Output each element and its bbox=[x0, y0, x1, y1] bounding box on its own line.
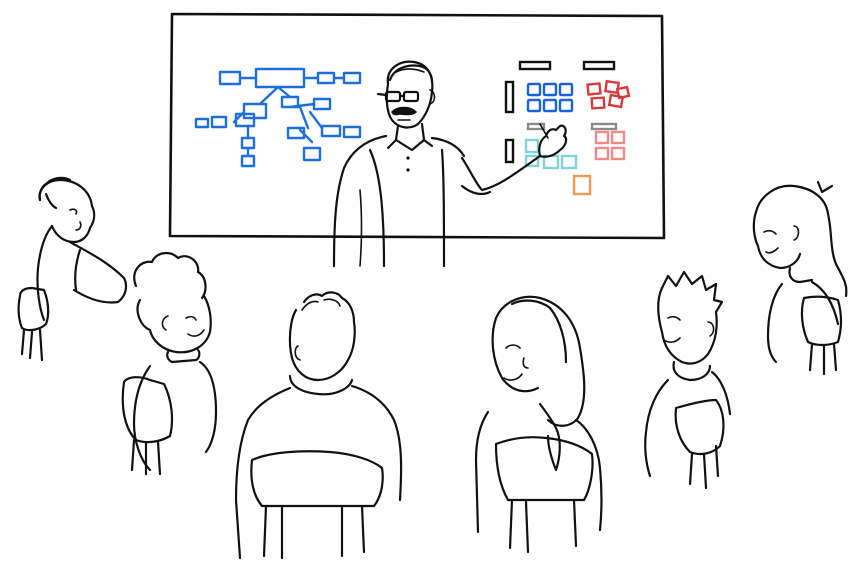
mindmap-node bbox=[302, 146, 322, 162]
row-header bbox=[504, 138, 515, 164]
listener-curly-hair bbox=[121, 252, 218, 476]
mindmap-node bbox=[218, 70, 242, 86]
glasses-icon bbox=[376, 90, 420, 103]
column-header-gray bbox=[526, 122, 546, 131]
mindmap-node bbox=[210, 115, 228, 129]
column-header-gray bbox=[590, 122, 618, 131]
mindmap-node bbox=[342, 71, 362, 85]
mind-map bbox=[194, 67, 362, 168]
sticky-group-blue bbox=[526, 82, 574, 113]
row-header bbox=[504, 80, 515, 114]
listener-left-profile bbox=[17, 176, 128, 362]
sticky-group-pink bbox=[594, 130, 626, 161]
column-header bbox=[518, 60, 552, 71]
mindmap-node bbox=[312, 97, 332, 111]
presenter-teacher bbox=[332, 60, 568, 268]
sticky-notes-board bbox=[504, 60, 631, 196]
sticky-note-orange bbox=[572, 174, 592, 196]
listener-back-view bbox=[234, 291, 403, 560]
column-header bbox=[582, 60, 616, 71]
mindmap-node bbox=[342, 125, 362, 139]
mindmap-node bbox=[234, 112, 256, 128]
listener-woman-long-hair bbox=[474, 295, 603, 554]
listener-spiky-hair bbox=[644, 270, 732, 490]
mindmap-node bbox=[194, 117, 210, 129]
mindmap-node bbox=[240, 154, 256, 168]
sticky-group-red bbox=[586, 79, 631, 110]
mindmap-node bbox=[320, 124, 342, 138]
mustache-icon bbox=[391, 106, 418, 116]
listener-woman-right-edge bbox=[752, 180, 848, 376]
